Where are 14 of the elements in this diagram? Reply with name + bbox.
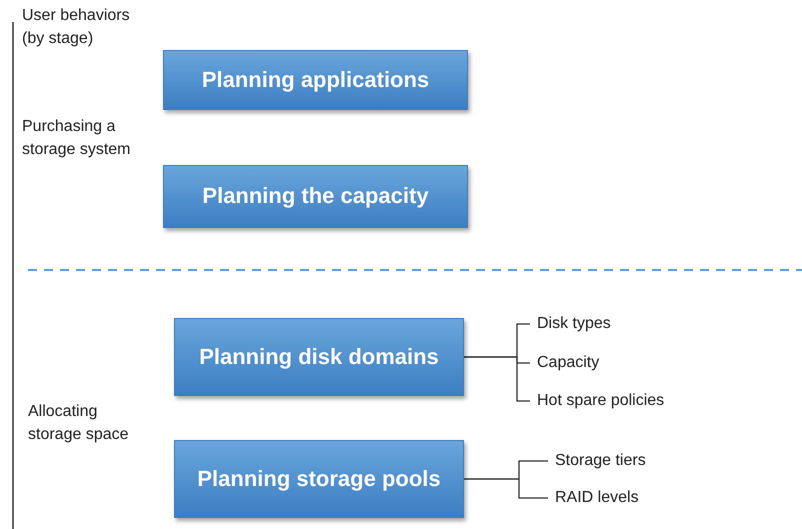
process-box: Planning applications [163,50,468,110]
item-text: Storage tiers [555,452,646,470]
process-box: Planning the capacity [163,165,468,228]
process-box: Planning disk domains [174,318,464,396]
bracket-connector [464,478,548,499]
bracket-connector [464,356,530,402]
stage-label: User behaviors (by stage) [22,6,131,50]
item-text: Disk types [537,315,611,333]
stage-label: Purchasing a storage system [22,117,132,160]
process-box: Planning storage pools [174,440,464,518]
item-text: Hot spare policies [537,392,664,410]
item-text: RAID levels [555,489,639,507]
item-text: Capacity [537,354,600,372]
stage-label: Allocating storage space [28,402,130,446]
